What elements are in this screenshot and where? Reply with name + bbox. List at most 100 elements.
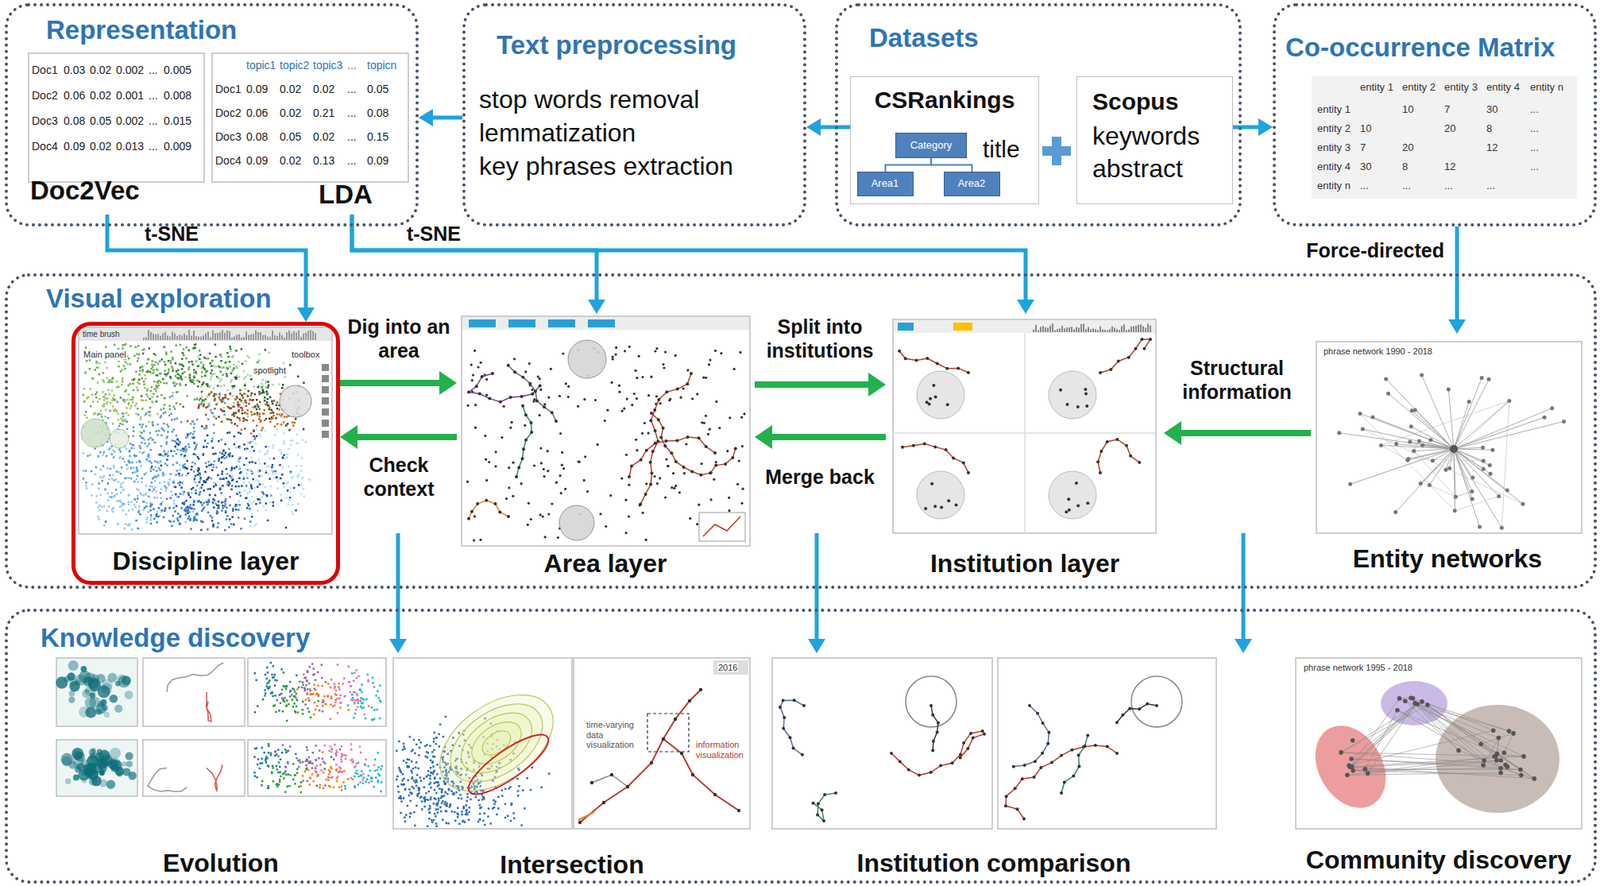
art-shape xyxy=(100,415,103,418)
art-shape xyxy=(641,375,644,379)
art-shape xyxy=(173,440,176,443)
art-shape xyxy=(115,470,119,473)
art-shape xyxy=(173,506,176,510)
art-shape xyxy=(215,466,218,469)
art-shape xyxy=(239,419,242,422)
art-shape xyxy=(219,451,222,454)
art-shape xyxy=(148,410,151,414)
art-shape xyxy=(171,455,174,458)
art-shape xyxy=(180,421,183,424)
art-shape xyxy=(208,500,211,503)
art-shape xyxy=(185,394,189,398)
art-shape xyxy=(148,347,151,350)
art-shape xyxy=(213,393,217,396)
art-shape xyxy=(239,503,242,507)
art-shape xyxy=(220,367,224,370)
art-shape xyxy=(109,428,129,449)
art-shape xyxy=(221,373,225,376)
art-shape xyxy=(195,513,198,516)
art-shape xyxy=(152,369,155,372)
art-shape xyxy=(243,481,246,484)
art-shape xyxy=(127,501,131,504)
art-shape xyxy=(246,419,249,422)
art-shape xyxy=(166,458,169,461)
art-shape xyxy=(268,406,271,410)
art-shape xyxy=(225,517,229,521)
art-shape xyxy=(228,360,232,364)
art-shape xyxy=(255,425,259,428)
art-shape xyxy=(117,418,120,422)
art-shape xyxy=(253,413,256,416)
art-shape xyxy=(173,499,176,503)
art-shape xyxy=(276,480,279,484)
art-shape xyxy=(111,389,114,392)
art-shape xyxy=(261,483,264,487)
art-shape xyxy=(190,465,194,468)
art-shape xyxy=(221,329,224,341)
art-shape xyxy=(115,386,119,389)
art-shape xyxy=(185,513,188,516)
art-shape xyxy=(251,392,254,395)
art-shape xyxy=(136,407,140,410)
art-shape xyxy=(146,516,149,519)
art-shape xyxy=(265,390,268,394)
art-shape xyxy=(257,405,260,409)
art-shape xyxy=(205,465,209,468)
art-shape xyxy=(251,512,254,515)
art-shape xyxy=(226,361,229,364)
art-shape xyxy=(225,372,229,375)
art-shape xyxy=(214,343,217,346)
art-shape xyxy=(314,332,317,341)
art-shape xyxy=(221,409,225,413)
art-shape xyxy=(174,374,178,378)
art-shape xyxy=(209,514,213,518)
art-shape xyxy=(132,378,136,381)
art-shape xyxy=(251,445,254,449)
art-shape xyxy=(163,480,167,484)
art-shape xyxy=(158,506,161,510)
art-shape xyxy=(155,469,159,472)
art-shape xyxy=(287,503,290,507)
art-shape xyxy=(285,482,289,485)
art-shape xyxy=(270,417,273,421)
art-shape xyxy=(269,336,271,341)
art-shape xyxy=(249,486,252,490)
art-shape xyxy=(176,438,179,441)
art-shape xyxy=(251,440,255,443)
art-shape xyxy=(183,501,186,504)
art-shape xyxy=(228,331,231,341)
art-shape xyxy=(134,405,137,408)
art-shape xyxy=(85,484,88,487)
art-shape xyxy=(169,375,172,379)
art-shape xyxy=(302,382,306,385)
art-shape xyxy=(131,398,134,402)
art-shape xyxy=(232,411,236,414)
art-shape xyxy=(96,390,99,394)
art-shape xyxy=(280,452,283,455)
art-shape xyxy=(121,412,124,415)
art-shape xyxy=(236,492,240,495)
art-shape xyxy=(237,516,240,519)
art-shape xyxy=(171,439,174,442)
art-shape xyxy=(560,463,564,467)
art-shape xyxy=(146,358,150,361)
art-shape xyxy=(166,455,170,458)
art-shape xyxy=(262,390,265,394)
art-shape xyxy=(466,480,469,484)
art-shape xyxy=(146,395,150,399)
art-shape xyxy=(156,374,159,377)
art-shape xyxy=(105,367,109,370)
art-shape xyxy=(197,364,200,368)
art-shape xyxy=(97,487,101,491)
art-shape xyxy=(142,352,145,356)
art-shape xyxy=(117,365,120,368)
art-shape xyxy=(274,433,277,437)
art-shape xyxy=(280,499,283,503)
art-shape xyxy=(107,417,110,420)
art-shape xyxy=(28,53,205,182)
art-shape xyxy=(244,375,248,379)
art-shape xyxy=(220,438,224,441)
art-shape xyxy=(265,445,268,449)
art-shape xyxy=(176,469,179,472)
art-shape xyxy=(266,398,270,401)
